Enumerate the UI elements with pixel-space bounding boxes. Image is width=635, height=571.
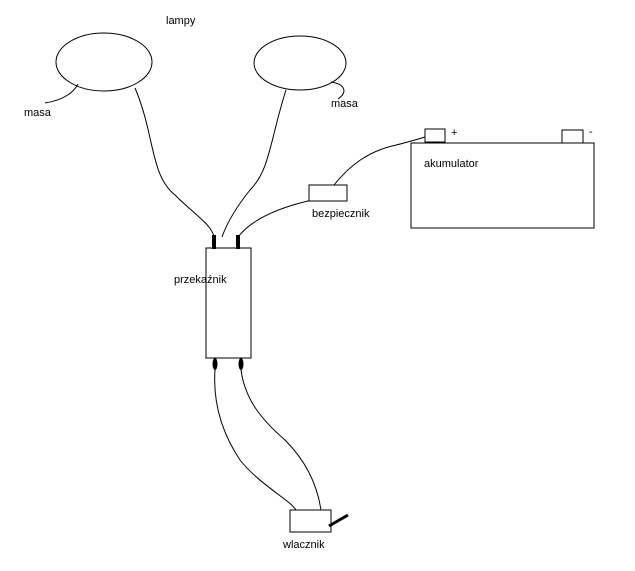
fuse-label: bezpiecznik [312,208,370,220]
lamps-label: lampy [166,15,196,27]
wire-lamp-left-to-relay [134,87,215,238]
ground-label-right: masa [331,98,358,110]
wire-relay-to-fuse [237,199,313,238]
battery-terminal-positive [424,128,446,143]
switch-lever [328,513,349,528]
relay-pin-bottom-right [238,358,244,370]
lamp-right [253,35,347,91]
ground-label-left: masa [24,107,51,119]
relay-label: przekaźnik [174,274,227,286]
ground-wire-left [44,83,79,104]
fuse-box [308,184,348,202]
relay-pin-top-left [212,235,216,249]
relay-box [205,247,252,359]
wire-relay-to-switch-left [214,369,297,511]
relay-pin-top-right [236,235,240,249]
lamp-left [55,32,153,92]
battery-terminal-negative [561,129,584,144]
battery-label: akumulator [424,158,479,170]
battery-plus-label: + [451,127,458,139]
switch-label: wlacznik [283,539,325,551]
battery-minus-label: - [589,126,593,138]
ground-wire-right [330,81,345,100]
battery-box [410,142,595,229]
relay-pin-bottom-left [212,358,218,370]
wire-fuse-to-battery [333,136,426,186]
wire-lamp-right-to-relay [221,89,287,238]
switch-box [289,509,332,533]
wire-relay-to-switch-right [240,369,322,511]
